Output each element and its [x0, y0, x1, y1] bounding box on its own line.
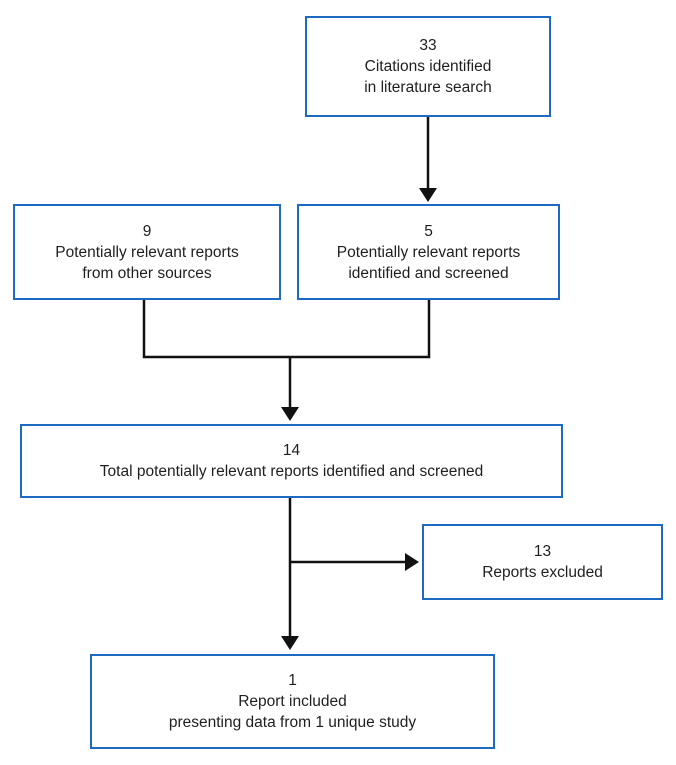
box-report-included: 1 Report included presenting data from 1…	[90, 654, 495, 749]
box-other-sources: 9 Potentially relevant reports from othe…	[13, 204, 281, 300]
total-count: 14	[282, 442, 301, 459]
screened-label: Potentially relevant reports identified …	[336, 243, 521, 282]
edge-total-to-excluded	[290, 553, 419, 571]
box-total-reports: 14 Total potentially relevant reports id…	[20, 424, 563, 498]
other-sources-count: 9	[142, 222, 152, 240]
other-sources-label: Potentially relevant reports from other …	[55, 243, 239, 282]
box-reports-excluded: 13 Reports excluded	[422, 524, 663, 600]
edge-citations-to-screened	[419, 117, 437, 202]
total-label: Total potentially relevant reports ident…	[99, 463, 484, 480]
screened-count: 5	[424, 222, 433, 240]
excluded-count: 13	[533, 543, 552, 560]
citations-label: Citations identified in literature searc…	[364, 58, 492, 96]
edge-total-to-included	[281, 498, 299, 650]
included-label: Report included presenting data from 1 u…	[168, 693, 417, 731]
included-count: 1	[288, 672, 297, 689]
citations-count: 33	[419, 37, 437, 54]
excluded-label: Reports excluded	[482, 564, 603, 581]
edge-merge-to-total	[142, 300, 431, 421]
box-reports-screened: 5 Potentially relevant reports identifie…	[297, 204, 560, 300]
box-citations-identified: 33 Citations identified in literature se…	[305, 16, 551, 117]
